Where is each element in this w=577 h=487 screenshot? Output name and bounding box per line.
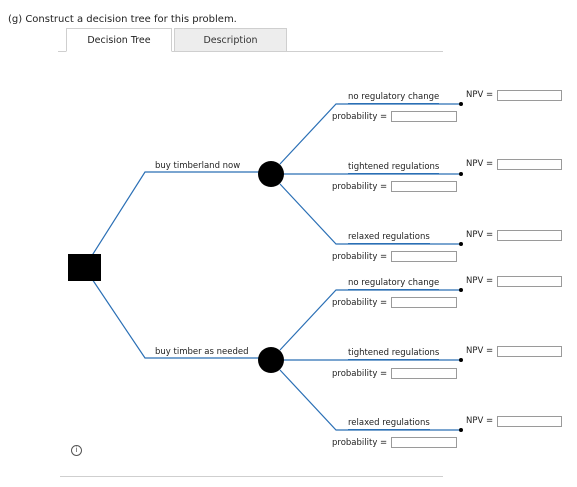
npv-input-3[interactable] xyxy=(497,230,562,241)
outcome-line-1 xyxy=(279,103,461,165)
terminal-dot-5 xyxy=(459,358,463,362)
probability-label-3: probability = xyxy=(332,252,388,262)
branch-line-buy-timber-as-needed xyxy=(85,269,262,359)
npv-input-2[interactable] xyxy=(497,159,562,170)
tab-divider xyxy=(58,51,443,52)
outcome-label-2: tightened regulations xyxy=(348,162,440,174)
probability-label-5: probability = xyxy=(332,369,388,379)
probability-label-1: probability = xyxy=(332,112,388,122)
npv-label-1: NPV = xyxy=(466,90,494,100)
outcome-line-4 xyxy=(279,289,461,351)
probability-input-5[interactable] xyxy=(391,368,457,379)
branch-label-buy-timber-as-needed: buy timber as needed xyxy=(155,347,249,357)
terminal-dot-6 xyxy=(459,428,463,432)
probability-input-4[interactable] xyxy=(391,297,457,308)
terminal-dot-4 xyxy=(459,288,463,292)
probability-input-6[interactable] xyxy=(391,437,457,448)
question-prompt: (g) Construct a decision tree for this p… xyxy=(8,14,237,25)
branch-line-buy-timberland-now xyxy=(85,171,262,266)
outcome-label-1: no regulatory change xyxy=(348,92,440,104)
probability-input-3[interactable] xyxy=(391,251,457,262)
probability-input-1[interactable] xyxy=(391,111,457,122)
info-icon[interactable]: i xyxy=(71,445,82,456)
npv-input-6[interactable] xyxy=(497,416,562,427)
branch-label-buy-timberland-now: buy timberland now xyxy=(155,161,241,171)
npv-label-6: NPV = xyxy=(466,416,494,426)
terminal-dot-1 xyxy=(459,102,463,106)
outcome-line-6 xyxy=(279,369,461,431)
chance-node-timberland xyxy=(258,161,284,187)
bottom-divider xyxy=(60,476,443,477)
outcome-line-3 xyxy=(279,183,461,245)
probability-input-2[interactable] xyxy=(391,181,457,192)
tab-decision-tree[interactable]: Decision Tree xyxy=(66,28,172,52)
probability-label-4: probability = xyxy=(332,298,388,308)
npv-label-2: NPV = xyxy=(466,159,494,169)
npv-label-3: NPV = xyxy=(466,230,494,240)
outcome-label-5: tightened regulations xyxy=(348,348,440,360)
decision-node xyxy=(68,254,101,281)
outcome-label-6: relaxed regulations xyxy=(348,418,430,430)
npv-input-4[interactable] xyxy=(497,276,562,287)
probability-label-6: probability = xyxy=(332,438,388,448)
tab-bar: Decision Tree Description xyxy=(58,28,443,53)
probability-label-2: probability = xyxy=(332,182,388,192)
outcome-label-3: relaxed regulations xyxy=(348,232,430,244)
outcome-label-4: no regulatory change xyxy=(348,278,440,290)
npv-input-5[interactable] xyxy=(497,346,562,357)
npv-label-5: NPV = xyxy=(466,346,494,356)
npv-input-1[interactable] xyxy=(497,90,562,101)
chance-node-as-needed xyxy=(258,347,284,373)
terminal-dot-2 xyxy=(459,172,463,176)
npv-label-4: NPV = xyxy=(466,276,494,286)
terminal-dot-3 xyxy=(459,242,463,246)
